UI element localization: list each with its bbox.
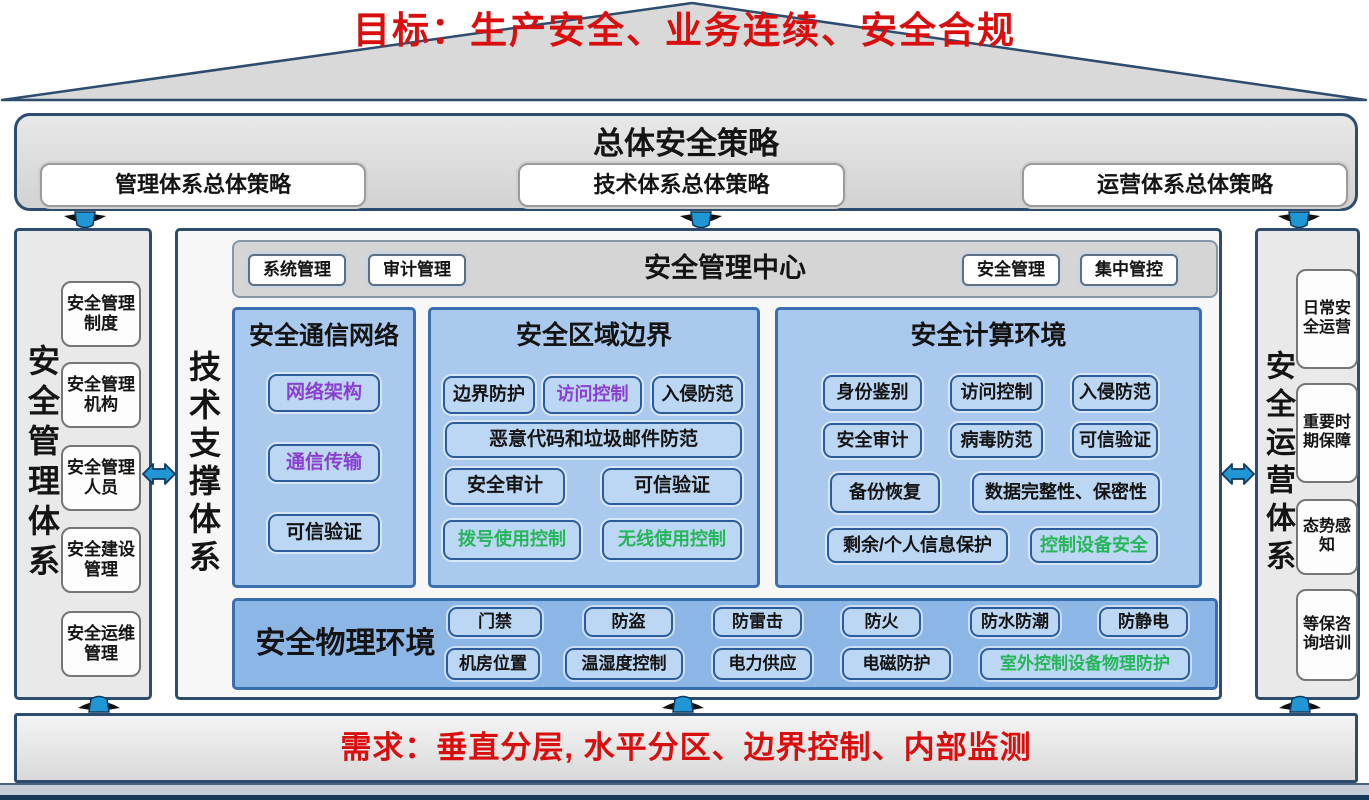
physical-item: 温湿度控制: [565, 648, 683, 680]
operation-item: 等保咨询培训: [1296, 589, 1358, 681]
overall-strategy-title: 总体安全策略: [593, 126, 779, 161]
strategy-box-technology: 技术体系总体策略: [518, 163, 845, 207]
up-arrow-icon: [662, 695, 704, 713]
management-item: 安全管理机构: [61, 362, 141, 428]
double-arrow-icon: [142, 463, 176, 485]
boundary-item: 可信验证: [602, 468, 742, 505]
pedestal-base-strip: [0, 783, 1369, 796]
comm-item: 可信验证: [268, 514, 380, 552]
strategy-box-operation: 运营体系总体策略: [1022, 163, 1348, 207]
operation-item: 态势感知: [1296, 499, 1358, 575]
smc-item-system-management: 系统管理: [248, 254, 346, 286]
up-arrow-icon: [78, 695, 120, 713]
management-system-title: 安全管理体系: [24, 344, 60, 584]
boundary-item: 无线使用控制: [602, 520, 742, 560]
smc-item-audit-management: 审计管理: [368, 254, 466, 286]
area-boundary-panel: 安全区域边界 边界防护 访问控制 入侵防范 恶意代码和垃圾邮件防范 安全审计 可…: [428, 307, 760, 588]
smc-item-centralized-control: 集中管控: [1080, 254, 1178, 286]
security-management-center-bar: 安全管理中心 系统管理 审计管理 安全管理 集中管控: [232, 240, 1218, 298]
comm-item: 网络架构: [268, 374, 380, 412]
management-item: 安全管理制度: [61, 281, 141, 347]
demand-text: 需求：垂直分层, 水平分区、边界控制、内部监测: [340, 729, 1032, 765]
management-item: 安全运维管理: [61, 611, 141, 677]
pedestal-bottom-bar: [0, 795, 1369, 800]
compute-item: 身份鉴别: [823, 375, 922, 411]
physical-item: 门禁: [448, 607, 542, 637]
management-item: 安全管理人员: [61, 445, 141, 511]
physical-item: 室外控制设备物理防护: [980, 648, 1190, 680]
boundary-item: 恶意代码和垃圾邮件防范: [445, 422, 742, 458]
down-arrow-icon: [680, 211, 722, 229]
comm-network-title: 安全通信网络: [248, 322, 399, 350]
double-arrow-icon: [1221, 463, 1255, 485]
demand-pedestal: 需求：垂直分层, 水平分区、边界控制、内部监测: [14, 713, 1358, 783]
overall-strategy-bar: 总体安全策略 管理体系总体策略 技术体系总体策略 运营体系总体策略: [14, 113, 1358, 211]
smc-item-security-management: 安全管理: [962, 254, 1060, 286]
up-arrow-icon: [1279, 695, 1321, 713]
physical-item: 机房位置: [446, 648, 540, 680]
compute-item: 备份恢复: [830, 473, 940, 513]
physical-item: 电磁防护: [842, 648, 951, 680]
physical-environment-panel: 安全物理环境 门禁 防盗 防雷击 防火 防水防潮 防静电 机房位置 温湿度控制 …: [232, 598, 1218, 690]
compute-item: 访问控制: [950, 375, 1043, 411]
operation-item: 重要时期保障: [1296, 383, 1358, 483]
computing-environment-title: 安全计算环境: [910, 320, 1067, 350]
tech-support-title: 技术支撑体系: [185, 350, 221, 578]
goal-text: 目标：生产安全、业务连续、安全合规: [353, 10, 1016, 51]
area-boundary-title: 安全区域边界: [515, 320, 672, 350]
physical-environment-title: 安全物理环境: [255, 627, 436, 661]
compute-item: 可信验证: [1072, 423, 1158, 458]
physical-item: 防水防潮: [970, 607, 1060, 637]
compute-item: 入侵防范: [1072, 375, 1158, 411]
physical-item: 防静电: [1099, 607, 1188, 637]
compute-item: 安全审计: [823, 423, 922, 458]
physical-item: 防雷击: [713, 607, 802, 637]
boundary-item: 安全审计: [445, 468, 565, 505]
physical-item: 防盗: [584, 607, 673, 637]
boundary-item: 访问控制: [543, 376, 642, 414]
security-management-center-title: 安全管理中心: [644, 253, 806, 284]
physical-item: 电力供应: [713, 648, 812, 680]
compute-item: 控制设备安全: [1030, 528, 1158, 563]
operation-item: 日常安全运营: [1296, 269, 1358, 369]
compute-item: 病毒防范: [950, 423, 1043, 458]
boundary-item: 边界防护: [443, 376, 535, 414]
down-arrow-icon: [64, 211, 106, 229]
management-item: 安全建设管理: [61, 527, 141, 593]
operation-system-title: 安全运营体系: [1261, 350, 1294, 578]
comm-network-panel: 安全通信网络 网络架构 通信传输 可信验证: [232, 307, 416, 588]
computing-environment-panel: 安全计算环境 身份鉴别 访问控制 入侵防范 安全审计 病毒防范 可信验证 备份恢…: [775, 307, 1202, 588]
operation-system-column: 安全运营体系 日常安全运营 重要时期保障 态势感知 等保咨询培训: [1255, 228, 1360, 700]
physical-item: 防火: [842, 607, 921, 637]
management-system-column: 安全管理体系 安全管理制度 安全管理机构 安全管理人员 安全建设管理 安全运维管…: [14, 228, 152, 700]
compute-item: 数据完整性、保密性: [972, 473, 1160, 513]
compute-item: 剩余/个人信息保护: [827, 528, 1008, 563]
roof-shape: [0, 1, 1368, 102]
boundary-item: 入侵防范: [652, 376, 743, 414]
boundary-item: 拨号使用控制: [443, 520, 581, 560]
down-arrow-icon: [1278, 211, 1320, 229]
strategy-box-management: 管理体系总体策略: [40, 163, 366, 207]
comm-item: 通信传输: [268, 444, 380, 482]
